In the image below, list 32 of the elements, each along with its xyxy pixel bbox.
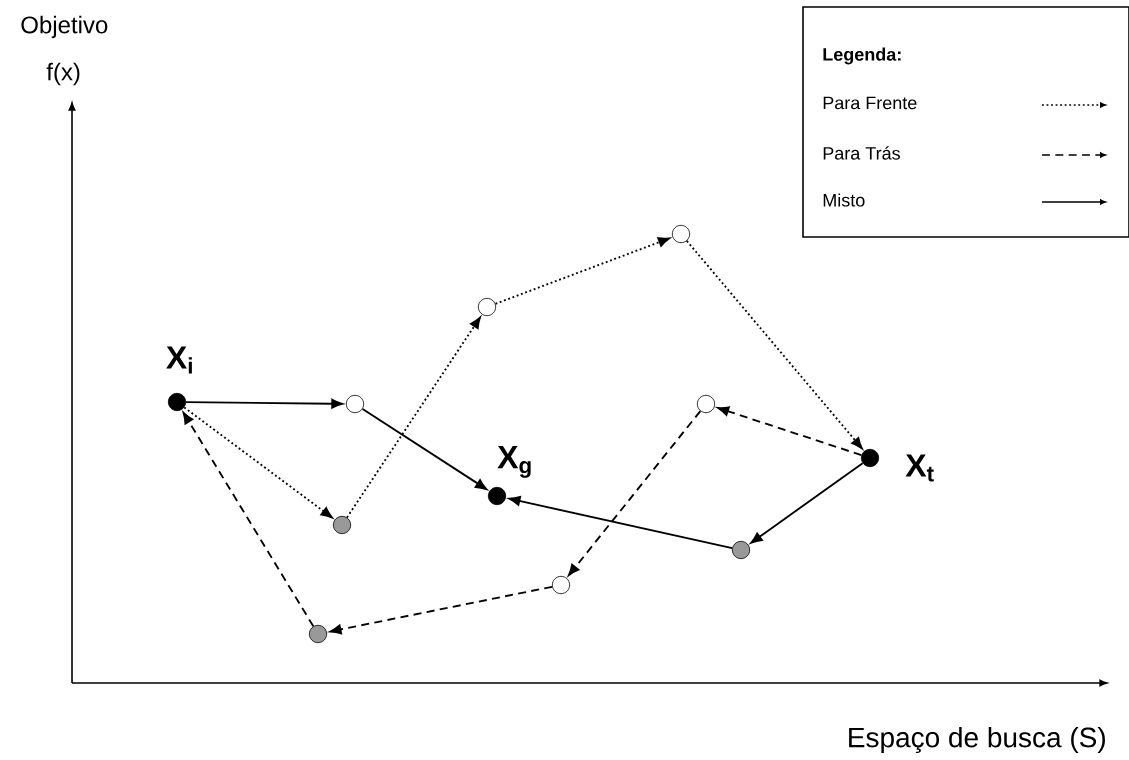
point-marker — [696, 394, 716, 414]
arrow — [183, 406, 333, 519]
legend-text: Para Frente — [823, 96, 917, 110]
legend-title: Legenda: — [823, 47, 901, 65]
arrow — [182, 412, 315, 628]
point-marker — [860, 448, 880, 468]
arrow — [494, 237, 670, 305]
point-marker — [731, 540, 751, 560]
point-marker — [308, 624, 328, 644]
arrow — [329, 585, 554, 635]
point-marker — [477, 297, 497, 317]
point-marker — [332, 515, 352, 535]
arrow — [685, 240, 863, 450]
axis-label: f(x) — [46, 62, 80, 86]
legend-text: Para Trás — [823, 146, 900, 160]
arrow — [346, 316, 481, 519]
legend-text: Misto — [823, 193, 865, 207]
point-marker — [671, 224, 691, 244]
arrow — [717, 406, 863, 457]
point-label: X$_{g}$ — [497, 446, 531, 478]
arrow — [508, 496, 734, 549]
point-marker — [551, 575, 571, 595]
point-label: X$_{i}$ — [166, 346, 192, 374]
axis-label: Objetivo — [21, 15, 108, 39]
point-marker — [345, 394, 365, 414]
arrow — [361, 408, 488, 490]
point-marker — [167, 392, 187, 412]
arrow — [568, 410, 702, 576]
point-label: X$_{t}$ — [905, 454, 934, 482]
arrow — [750, 462, 864, 544]
axis-label: Espaço de busca (S) — [849, 726, 1105, 754]
arrow — [185, 398, 344, 409]
